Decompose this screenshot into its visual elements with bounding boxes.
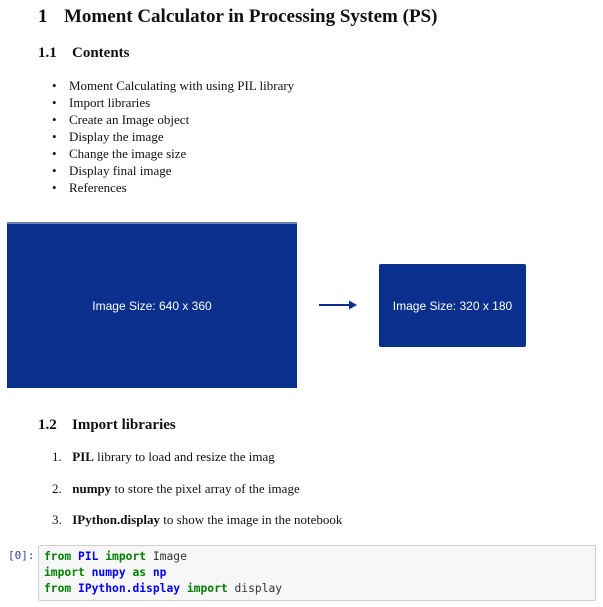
section-1-heading: 1 Moment Calculator in Processing System … [38,6,437,28]
code-token: np [152,566,167,579]
code-token: Image [146,550,187,563]
code-token [85,566,92,579]
code-token: from [44,582,72,595]
code-token [146,566,153,579]
import-desc: library to load and resize the imag [93,449,275,464]
code-token: display [227,582,283,595]
cell-prompt: [0]: [8,549,35,562]
code-token: numpy [91,566,126,579]
original-image-label: Image Size: 640 x 360 [92,299,212,313]
code-line: from IPython.display import display [44,581,595,597]
contents-item[interactable]: Display final image [52,162,294,179]
code-token: PIL [78,550,99,563]
import-name: PIL [72,449,94,464]
section-1-2-number: 1.2 [38,417,57,433]
section-1-number: 1 [38,6,48,27]
code-token: from [44,550,72,563]
code-token: import [105,550,147,563]
contents-list: Moment Calculating with using PIL librar… [52,77,294,196]
section-1-2-title: Import libraries [72,417,176,433]
code-line: from PIL import Image [44,549,595,565]
import-desc: to show the image in the notebook [160,512,343,527]
contents-item[interactable]: Display the image [52,128,294,145]
contents-item[interactable]: Import libraries [52,94,294,111]
import-index: 3. [52,512,62,527]
arrow-right-icon [319,300,357,310]
import-item: 1. PIL library to load and resize the im… [52,448,342,480]
resized-image-box: Image Size: 320 x 180 [379,264,526,347]
contents-item[interactable]: References [52,179,294,196]
import-item: 3. IPython.display to show the image in … [52,511,342,543]
section-1-title: Moment Calculator in Processing System (… [64,6,438,27]
code-token [71,582,78,595]
imports-list: 1. PIL library to load and resize the im… [52,448,342,543]
code-token: import [186,582,228,595]
code-line: import numpy as np [44,565,595,581]
contents-item[interactable]: Moment Calculating with using PIL librar… [52,77,294,94]
code-token [71,550,78,563]
code-token [180,582,187,595]
import-name: IPython.display [72,512,161,527]
import-index: 1. [52,449,62,464]
import-item: 2. numpy to store the pixel array of the… [52,480,342,512]
code-token: import [44,566,85,579]
contents-item[interactable]: Change the image size [52,145,294,162]
import-name: numpy [72,480,112,496]
contents-item[interactable]: Create an Image object [52,111,294,128]
code-token: as [132,566,147,579]
import-index: 2. [52,480,62,496]
section-1-2-heading: 1.2 Import libraries [38,417,176,434]
section-1-1-title: Contents [72,45,130,61]
import-desc: to store the pixel array of the image [111,480,300,496]
section-1-1-heading: 1.1 Contents [38,45,130,62]
resized-image-label: Image Size: 320 x 180 [392,298,513,313]
section-1-1-number: 1.1 [38,45,57,61]
code-token: IPython.display [78,582,181,595]
original-image-box: Image Size: 640 x 360 [7,222,297,388]
